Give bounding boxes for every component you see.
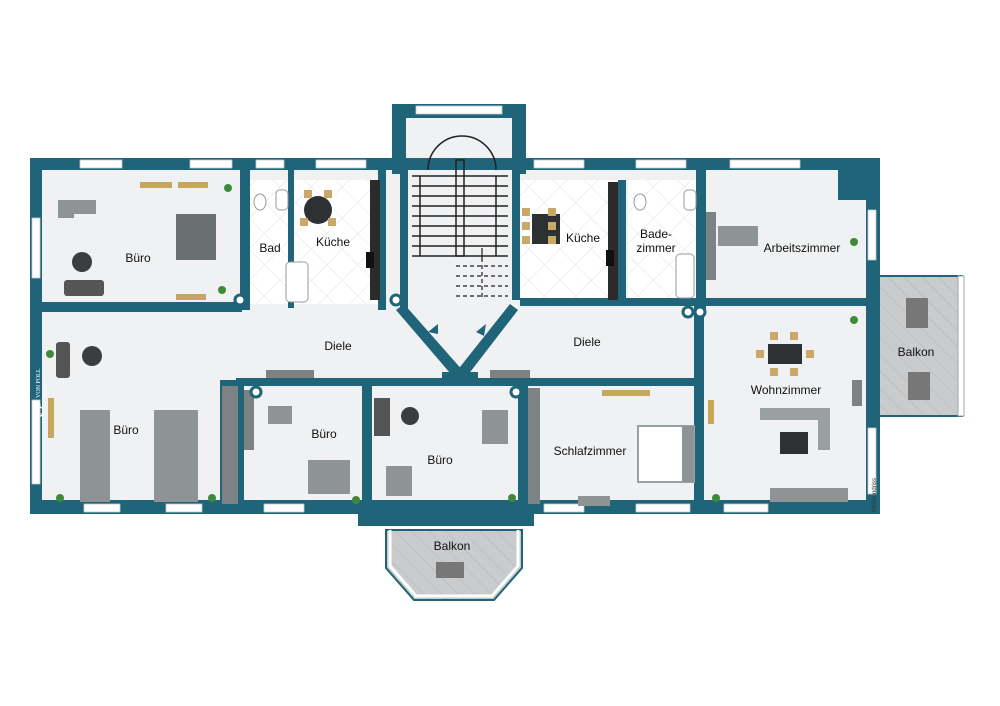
label-buero-top-left: Büro [125, 251, 151, 265]
label-bad: Bad [259, 241, 280, 255]
label-buero-left: Büro [113, 423, 139, 437]
label-bade-line1: Bade- [640, 227, 672, 241]
label-buero-middle: Büro [311, 427, 337, 441]
kitchen-right-furniture [522, 182, 618, 300]
office-furniture [48, 182, 530, 504]
bedroom-living-furniture [436, 212, 930, 578]
label-buero-center: Büro [427, 453, 453, 467]
logo-name: VON POLL [36, 368, 42, 398]
label-balkon-right: Balkon [898, 345, 935, 359]
credit-text: McGrundriss [872, 478, 878, 512]
logo: VP VON POLL IMMOBILIEN [33, 368, 48, 420]
label-arbeitszimmer: Arbeitszimmer [764, 241, 841, 255]
bathroom-fixtures [253, 189, 697, 303]
room-labels: Bad Küche Küche Bade- zimmer Arbeitszimm… [113, 227, 934, 553]
label-diele-right: Diele [573, 335, 601, 349]
entry-markers [428, 324, 486, 336]
credit: McGrundriss [872, 478, 878, 512]
label-bade-line2: zimmer [636, 241, 675, 255]
label-kueche-right: Küche [566, 231, 600, 245]
label-wohnzimmer: Wohnzimmer [751, 383, 821, 397]
logo-sub: IMMOBILIEN [43, 380, 47, 398]
label-diele-left: Diele [324, 339, 352, 353]
kitchen-left-furniture [300, 180, 380, 300]
label-balkon-bottom: Balkon [434, 539, 471, 553]
label-schlafzimmer: Schlafzimmer [554, 444, 627, 458]
windows [31, 105, 877, 513]
columns [233, 293, 707, 399]
logo-mark: VP [33, 402, 48, 420]
plants [46, 184, 858, 504]
staircase [412, 135, 508, 300]
label-kueche-left: Küche [316, 235, 350, 249]
